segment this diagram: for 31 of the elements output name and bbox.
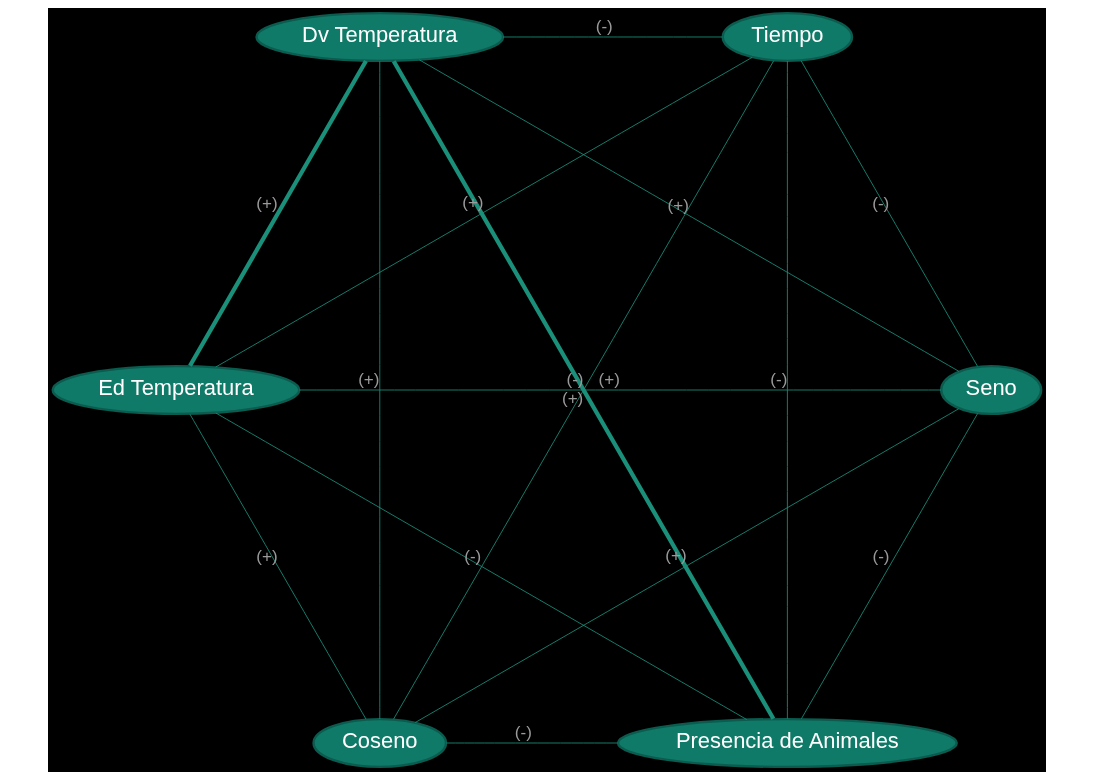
- connector: [445, 742, 618, 744]
- connector: [502, 36, 723, 38]
- connector: [215, 412, 748, 720]
- edge-label: (+): [256, 547, 278, 567]
- node-ellipse: Tiempo: [721, 11, 854, 63]
- node-ellipse: Presencia de Animales: [616, 717, 958, 769]
- edge-label: (+): [561, 388, 584, 408]
- edge-label: (-): [464, 546, 482, 566]
- connector: [800, 60, 978, 367]
- edge-label: (-): [595, 17, 613, 37]
- connector: [419, 59, 960, 372]
- connector: [188, 59, 368, 367]
- edge-label: (-): [872, 193, 890, 213]
- edge-label: (+): [256, 193, 278, 213]
- edge-label: (-): [770, 370, 788, 390]
- edge-label: (+): [667, 195, 689, 215]
- connector: [379, 60, 381, 720]
- connector: [800, 413, 979, 720]
- node-ellipse: Dv Temperatura: [255, 11, 505, 63]
- connector: [215, 56, 753, 368]
- connector: [189, 413, 367, 720]
- edge-label: (+): [358, 370, 380, 390]
- edge-label: (-): [872, 546, 890, 566]
- node-ellipse: Seno: [940, 364, 1043, 416]
- connector: [786, 60, 788, 720]
- edge-label: (-): [514, 723, 532, 743]
- connector: [414, 408, 960, 723]
- node-ellipse: Coseno: [312, 717, 448, 769]
- edge-label: (+): [598, 370, 620, 390]
- connector: [298, 389, 942, 391]
- node-ellipse: Ed Temperatura: [51, 364, 301, 416]
